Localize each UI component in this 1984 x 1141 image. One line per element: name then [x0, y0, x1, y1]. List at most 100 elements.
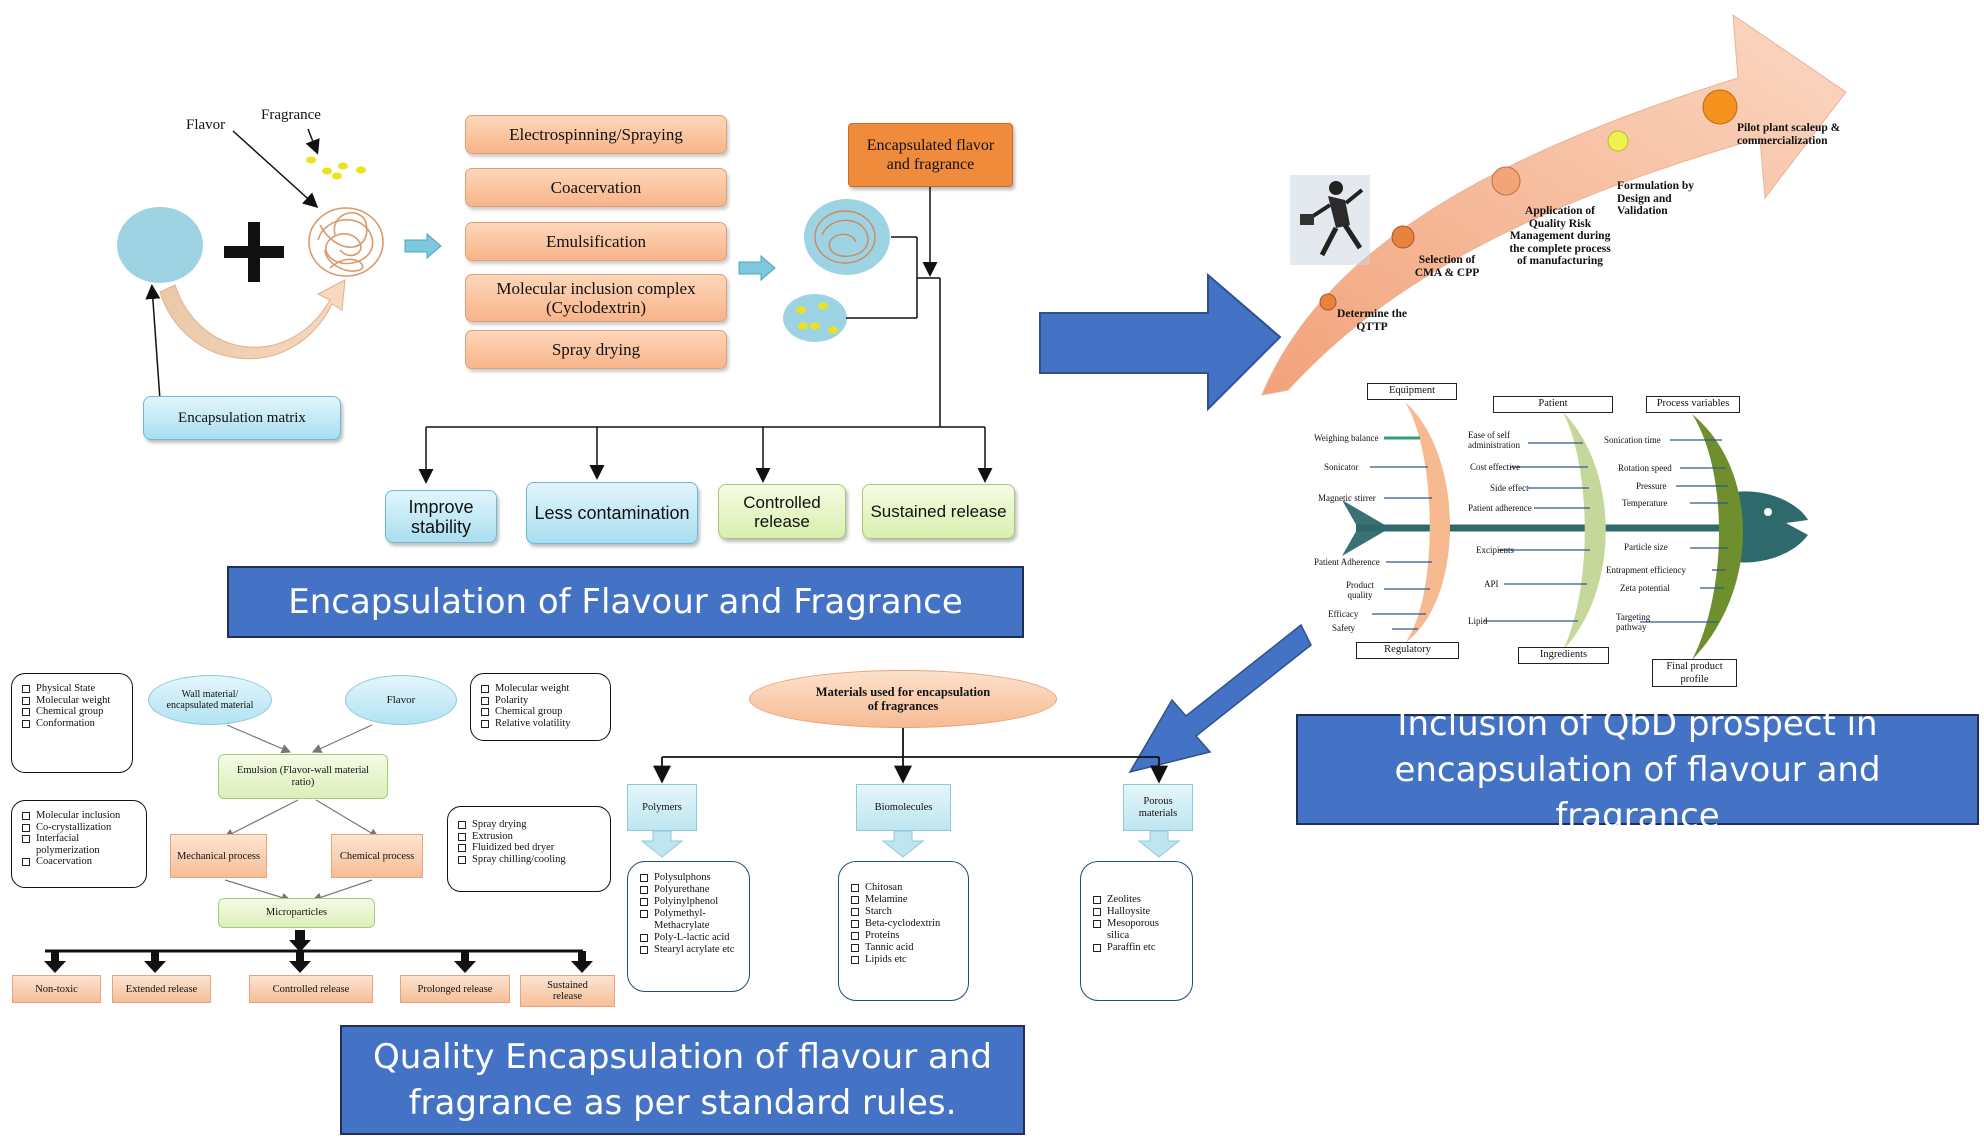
fishbone-final-product: Final product profile [1652, 659, 1737, 687]
rib-olive [1692, 414, 1743, 660]
fishbone-cause: Cost effective [1470, 462, 1521, 472]
prop-item: Molecular weight [20, 695, 124, 707]
method-item: Fluidized bed dryer [456, 842, 602, 854]
fishbone-cause: Targeting pathway [1616, 612, 1651, 632]
method-spray-drying: Spray drying [465, 330, 727, 369]
prop-item: Chemical group [479, 706, 602, 718]
rib-green [1563, 412, 1606, 650]
cyan-arrow-1 [404, 232, 442, 260]
material-item: Poly-L-lactic acid [638, 932, 739, 944]
material-item: Polysulphons [638, 872, 739, 884]
prop-item: Physical State [20, 683, 124, 695]
material-item: Mesoporous silica [1091, 918, 1182, 942]
fishbone-cause: Temperature [1622, 498, 1668, 508]
fishbone-cause: Safety [1332, 623, 1355, 633]
panel2-graphics [223, 724, 380, 903]
fishbone-cause: Lipid [1468, 616, 1488, 626]
panel3-down-arrows [640, 830, 1181, 858]
qbd-stage-dots [1319, 89, 1738, 311]
fishbone-equipment: Equipment [1367, 383, 1457, 400]
benefit-controlled-release: Controlled release [718, 484, 846, 539]
encapsulation-matrix-box: Encapsulation matrix [143, 396, 341, 440]
fishbone-cause: Zeta potential [1620, 583, 1670, 593]
method-item: Spray drying [456, 819, 602, 831]
method-molecular-inclusion: Molecular inclusion complex (Cyclodextri… [465, 274, 727, 322]
stage-determine-qttp: Determine the QTTP [1337, 308, 1407, 333]
emulsion-box: Emulsion (Flavor-wall material ratio) [218, 754, 388, 799]
fragrance-dots [306, 156, 366, 180]
fishbone-cause: Sonication time [1604, 435, 1661, 445]
material-item: Paraffin etc [1091, 942, 1182, 954]
outcome-non-toxic: Non-toxic [12, 975, 101, 1003]
benefit-sustained-release: Sustained release [862, 484, 1015, 539]
fishbone-patient: Patient [1493, 396, 1613, 413]
benefit-less-contamination: Less contamination [526, 482, 698, 544]
method-item: Spray chilling/cooling [456, 854, 602, 866]
method-item: Coacervation [20, 856, 138, 868]
method-electrospinning: Electrospinning/Spraying [465, 115, 727, 154]
businessman-icon [1290, 175, 1370, 265]
material-item: Polymethyl-Methacrylate [638, 908, 739, 932]
fishbone-cause: Excipients [1476, 545, 1514, 555]
material-item: Tannic acid [849, 942, 958, 954]
materials-title-ellipse: Materials used for encapsulation of frag… [749, 670, 1057, 728]
fishbone-cause: Particle size [1624, 542, 1668, 552]
prop-item: Relative volatility [479, 718, 602, 730]
outcome-controlled-release: Controlled release [249, 975, 373, 1003]
flavor-properties-box: Physical State Molecular weight Chemical… [11, 673, 133, 773]
outcome-extended-release: Extended release [112, 975, 211, 1003]
fishbone-cause: Entrapment efficiency [1606, 565, 1687, 575]
fishbone-cause: Pressure [1636, 481, 1667, 491]
prop-item: Molecular weight [479, 683, 602, 695]
fishbone-cause: Rotation speed [1618, 463, 1672, 473]
encapsulated-product-box: Encapsulated flavor and fragrance [848, 123, 1013, 187]
wall-material-ellipse: Wall material/ encapsulated material [148, 675, 272, 725]
method-coacervation: Coacervation [465, 168, 727, 207]
panel2-outcome-arrows [44, 930, 593, 973]
material-item: Polyinylphenol [638, 896, 739, 908]
fishbone-regulatory: Regulatory [1356, 642, 1459, 659]
method-emulsification: Emulsification [465, 222, 727, 261]
fish-head [1735, 491, 1808, 563]
prop-item: Conformation [20, 718, 124, 730]
big-blue-arrow-right [1039, 272, 1282, 412]
microparticles-box: Microparticles [218, 898, 375, 928]
biomolecules-list-box: Chitosan Melamine Starch Beta-cyclodextr… [838, 861, 969, 1001]
chemical-methods-box: Molecular inclusion Co-crystallization I… [11, 800, 147, 888]
plus-sign [224, 222, 284, 282]
stage-selection-cma-cpp: Selection of CMA & CPP [1414, 254, 1480, 279]
fishbone-cause: Magnetic stirrer [1318, 493, 1376, 503]
matrix-circle [117, 207, 203, 283]
fishbone-cause: Weighing balance [1314, 433, 1379, 443]
outcome-prolonged-release: Prolonged release [400, 975, 510, 1003]
material-item: Proteins [849, 930, 958, 942]
method-item: Molecular inclusion [20, 810, 138, 822]
material-item: Beta-cyclodextrin [849, 918, 958, 930]
capsule-fragrance [783, 294, 847, 342]
mechanical-process-box: Mechanical process [170, 834, 267, 878]
panel3-graphics [653, 728, 1168, 784]
fishbone-cause: Patient Adherence [1314, 557, 1380, 567]
mechanical-methods-box: Spray drying Extrusion Fluidized bed dry… [447, 806, 611, 892]
fishbone-process-variables: Process variables [1646, 396, 1740, 413]
category-porous-materials: Porous materials [1123, 784, 1193, 831]
panel1-graphics [117, 128, 993, 484]
prop-item: Polarity [479, 695, 602, 707]
fishbone-cause: Efficacy [1328, 609, 1359, 619]
method-item: Co-crystallization [20, 822, 138, 834]
chemical-process-box: Chemical process [331, 834, 423, 878]
flavor-properties-right-box: Molecular weight Polarity Chemical group… [470, 673, 611, 741]
fishbone-cause: Ease of self administration [1468, 430, 1520, 450]
prop-item: Chemical group [20, 706, 124, 718]
fishbone-cause: Side effect [1490, 483, 1529, 493]
category-biomolecules: Biomolecules [856, 784, 951, 831]
cyan-arrow-2 [738, 254, 776, 282]
fishbone-cause: Patient adherence [1468, 503, 1532, 513]
fishbone-cause: API [1484, 579, 1499, 589]
material-item: Chitosan [849, 882, 958, 894]
stage-pilot-plant: Pilot plant scaleup & commercialization [1737, 122, 1841, 147]
panel2-banner: Quality Encapsulation of flavour and fra… [340, 1025, 1025, 1135]
flavor-tangle [308, 207, 384, 277]
material-item: Stearyl acrylate etc [638, 944, 739, 956]
